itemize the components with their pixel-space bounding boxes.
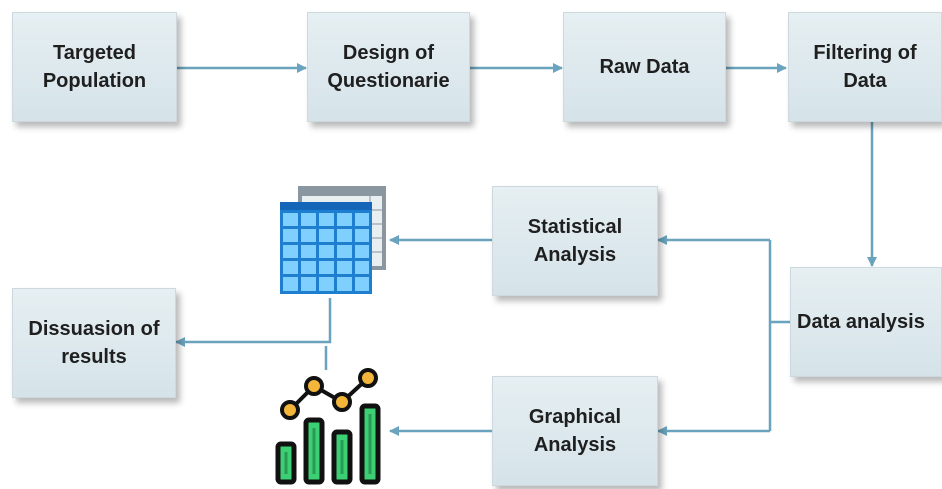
node-data-analysis: Data analysis [790,267,942,377]
bar-line-chart-icon [275,368,381,485]
arrow-icons-to-discussion [175,298,332,347]
node-label: Targeted Population [42,42,147,92]
node-label: Data analysis [797,311,925,333]
spreadsheet-table-icon [280,186,386,294]
node-graphical-analysis: Graphical Analysis [492,376,658,486]
node-label: Design of Questionarie [327,42,450,92]
node-label: Filtering of Data [813,42,917,92]
node-label: Graphical Analysis [528,406,622,456]
node-label: Dissuasion of results [28,318,160,368]
node-discussion-of-results: Dissuasion of results [12,288,176,398]
node-statistical-analysis: Statistical Analysis [492,186,658,296]
node-label: Statistical Analysis [527,216,623,266]
node-design-of-questionnaire: Design of Questionarie [307,12,470,122]
node-targeted-population: Targeted Population [12,12,177,122]
node-filtering-of-data: Filtering of Data [788,12,942,122]
node-raw-data: Raw Data [563,12,726,122]
node-label: Raw Data [599,56,690,78]
